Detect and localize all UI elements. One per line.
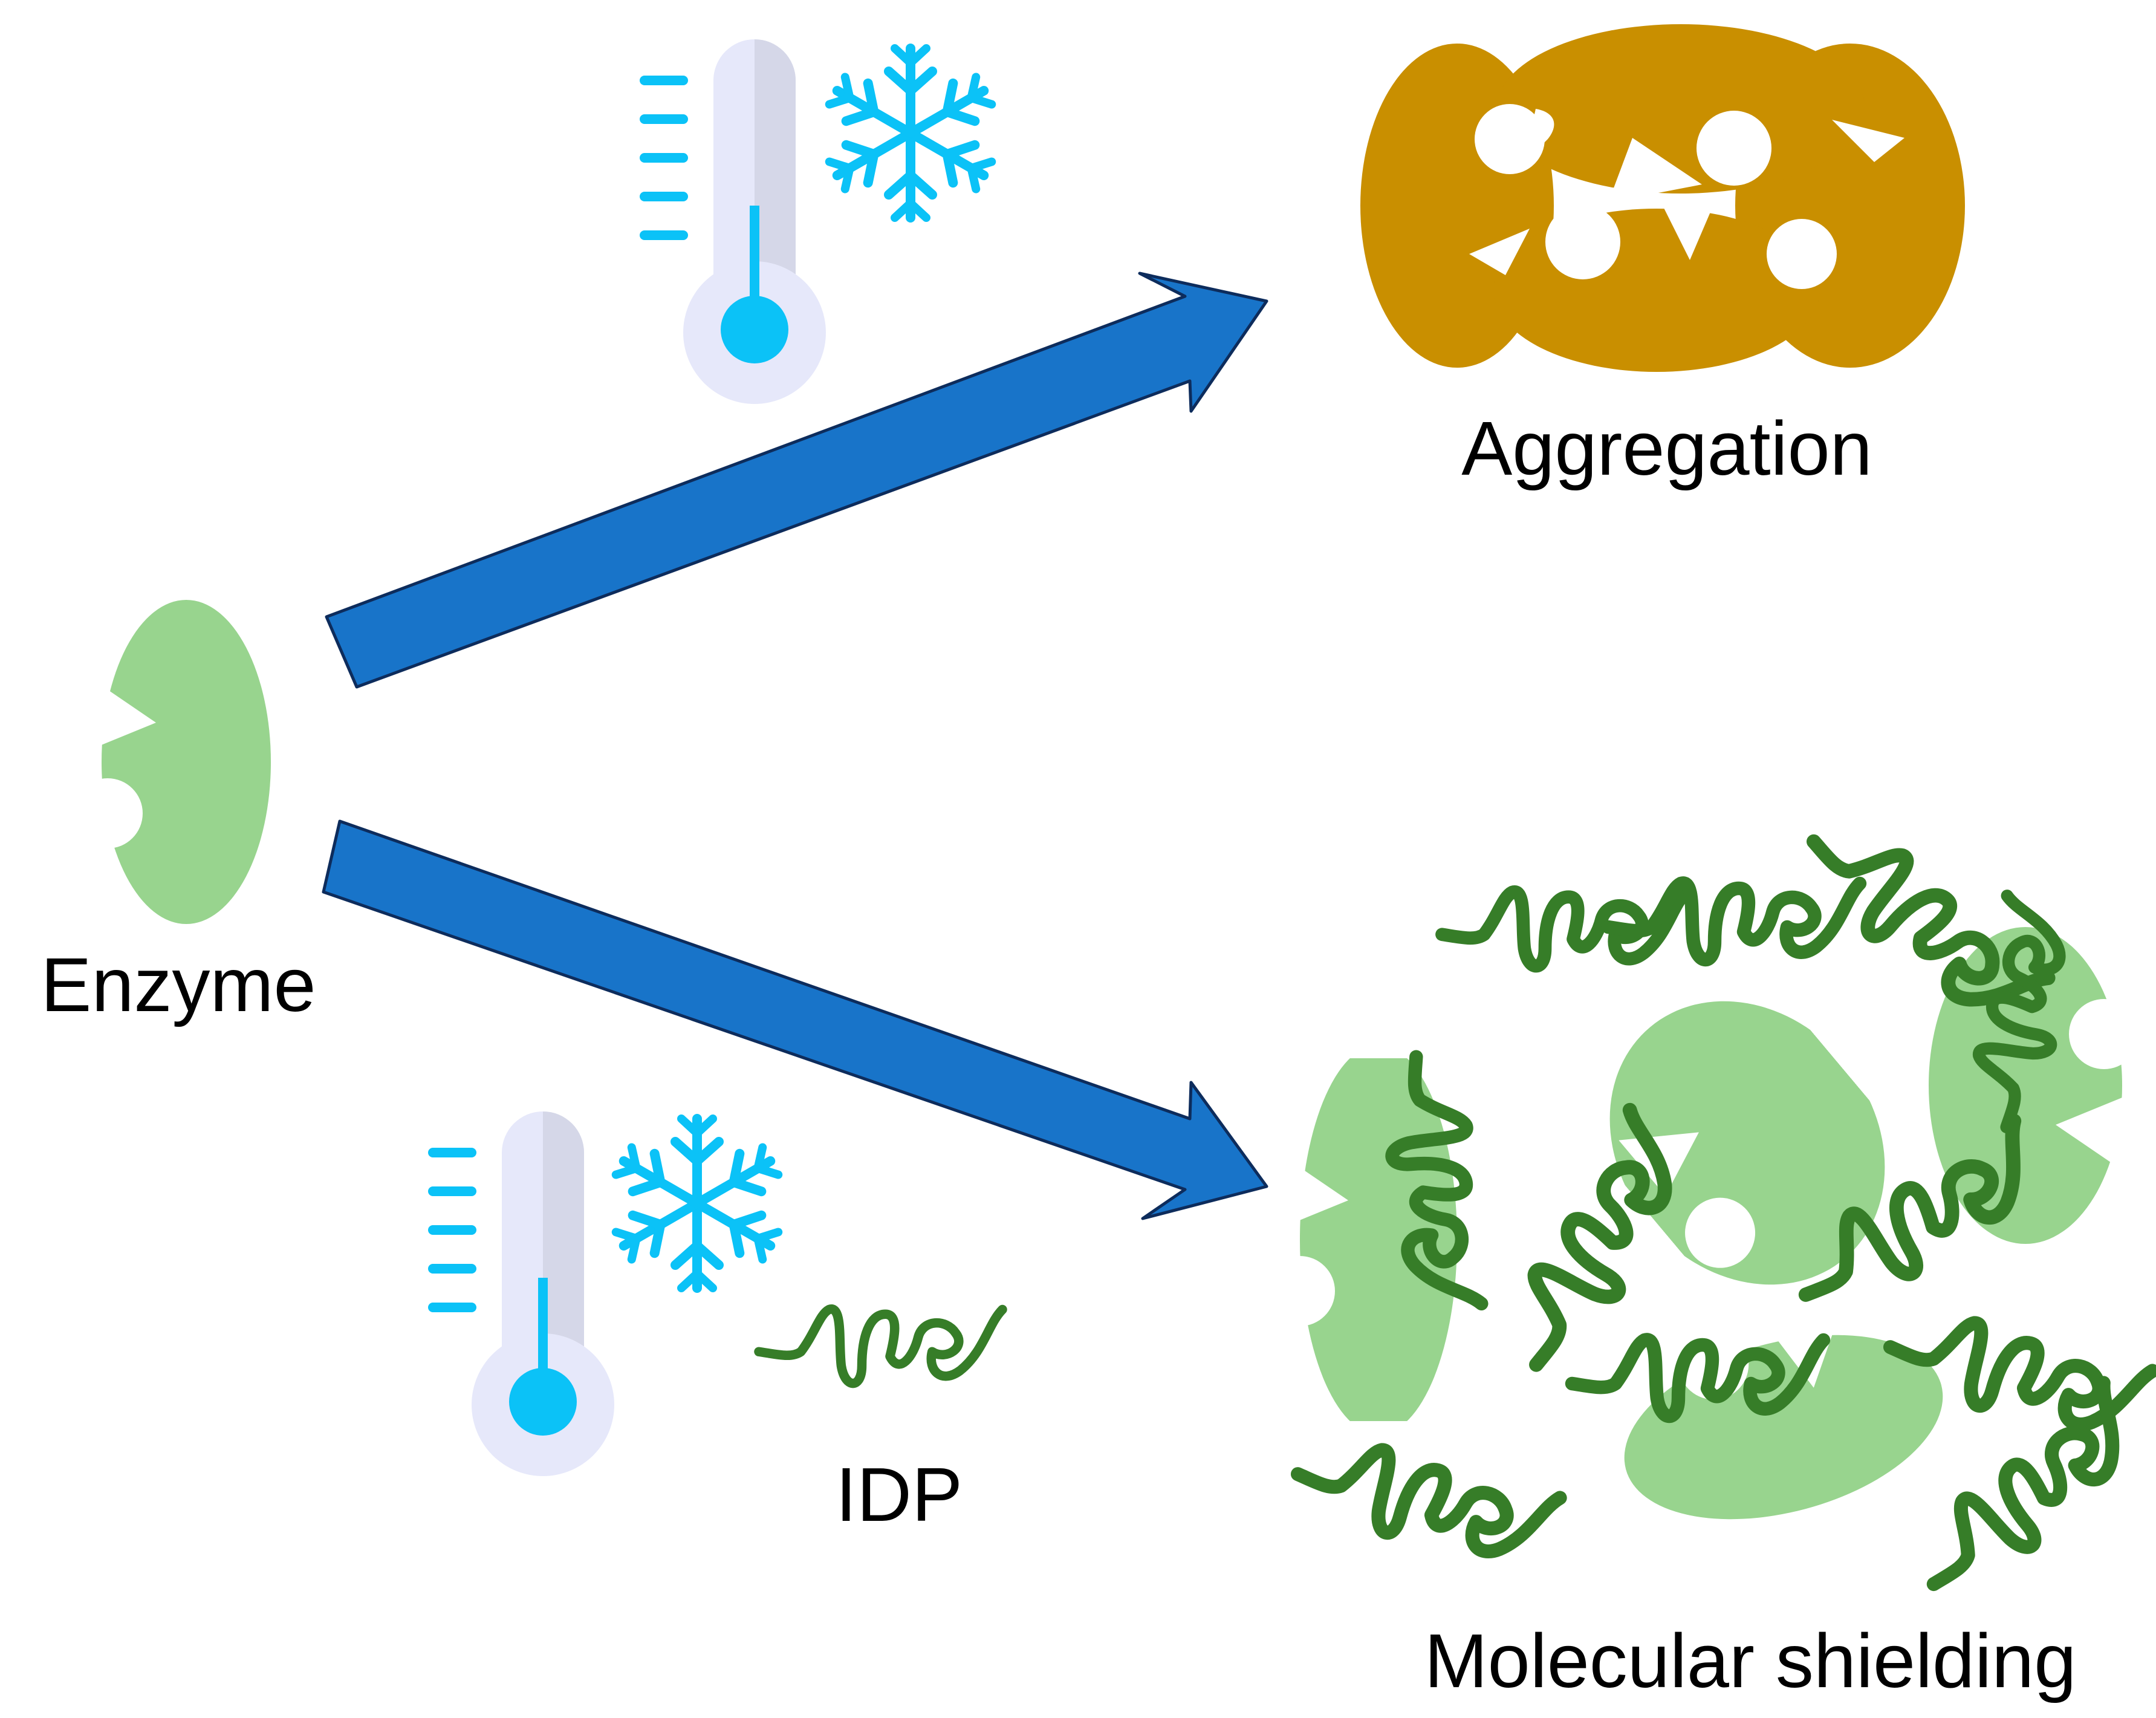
enzyme-icon bbox=[1493, 209, 1820, 372]
enzyme-icon bbox=[1609, 1001, 1885, 1285]
molecular-shielding-cluster bbox=[1289, 805, 2154, 1610]
enzyme-icon bbox=[1496, 24, 1865, 194]
idp-label: IDP bbox=[836, 1452, 963, 1537]
arrow-icon bbox=[325, 272, 1268, 689]
enzyme-icon bbox=[102, 600, 271, 924]
idp-chain-icon bbox=[1904, 1382, 2154, 1610]
idp-chain-icon bbox=[1289, 1430, 1560, 1573]
arrow-icon bbox=[322, 819, 1268, 1220]
snowflake-icon bbox=[826, 48, 995, 218]
cold-condition-top bbox=[640, 39, 995, 404]
snowflake-icon bbox=[613, 1119, 781, 1288]
thermometer-icon bbox=[640, 39, 828, 404]
aggregation-cluster bbox=[1360, 24, 1965, 372]
idp-chain-icon bbox=[759, 1309, 1002, 1384]
cold-condition-bottom bbox=[428, 1111, 781, 1476]
aggregation-label: Aggregation bbox=[1461, 406, 1872, 491]
molecular-shielding-label: Molecular shielding bbox=[1424, 1618, 2077, 1703]
thermometer-icon bbox=[428, 1111, 616, 1476]
arrow-to-aggregation bbox=[325, 272, 1268, 689]
enzyme-label: Enzyme bbox=[41, 942, 316, 1027]
arrow-to-molecular-shielding bbox=[322, 819, 1268, 1220]
